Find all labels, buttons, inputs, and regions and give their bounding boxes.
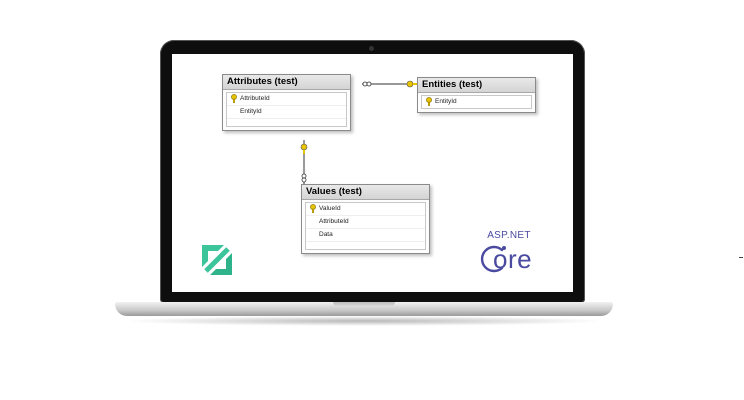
laptop-base bbox=[115, 302, 613, 316]
column-row[interactable]: AttributeId bbox=[227, 93, 346, 106]
many-end-icon bbox=[301, 177, 307, 183]
column-name: EntityId bbox=[240, 108, 262, 115]
column-name: AttributeId bbox=[240, 95, 270, 102]
column-row[interactable]: Data bbox=[306, 229, 425, 242]
green-slash-square-logo-icon bbox=[202, 245, 232, 275]
many-end-icon bbox=[301, 173, 307, 179]
core-c-ring-icon bbox=[480, 245, 506, 273]
table-columns: ValueId AttributeId Data bbox=[305, 202, 426, 250]
laptop-screen: Attributes (test) AttributeId EntityId E… bbox=[172, 54, 573, 292]
column-row[interactable]: EntityId bbox=[227, 106, 346, 119]
primary-key-icon bbox=[231, 94, 237, 103]
one-end-key-icon bbox=[300, 143, 308, 154]
table-columns: EntityId bbox=[421, 95, 532, 109]
column-row[interactable]: EntityId bbox=[422, 96, 531, 108]
table-entities[interactable]: Entities (test) EntityId bbox=[417, 77, 536, 113]
laptop-shadow bbox=[120, 316, 608, 326]
table-title: Attributes (test) bbox=[223, 75, 350, 90]
webcam-icon bbox=[369, 46, 374, 51]
table-values[interactable]: Values (test) ValueId AttributeId Data bbox=[301, 184, 430, 254]
column-name: ValueId bbox=[319, 205, 341, 212]
laptop-lid: Attributes (test) AttributeId EntityId E… bbox=[160, 40, 585, 303]
aspnet-core-logo: ASP.NET ore bbox=[478, 230, 540, 280]
primary-key-icon bbox=[426, 97, 432, 106]
table-columns: AttributeId EntityId bbox=[226, 92, 347, 127]
empty-row bbox=[227, 119, 346, 126]
one-end-key-icon bbox=[406, 80, 417, 88]
laptop-notch bbox=[333, 302, 395, 307]
column-row[interactable]: AttributeId bbox=[306, 216, 425, 229]
table-title: Entities (test) bbox=[418, 78, 535, 93]
column-name: EntityId bbox=[435, 98, 457, 105]
table-title: Values (test) bbox=[302, 185, 429, 200]
column-row[interactable]: ValueId bbox=[306, 203, 425, 216]
empty-row bbox=[306, 242, 425, 249]
many-end-icon bbox=[366, 81, 372, 87]
many-end-icon bbox=[362, 81, 368, 87]
table-attributes[interactable]: Attributes (test) AttributeId EntityId bbox=[222, 74, 351, 131]
relationship-connectors bbox=[300, 80, 418, 184]
core-label: ore bbox=[493, 244, 533, 274]
column-name: AttributeId bbox=[319, 218, 349, 225]
aspnet-label: ASP.NET bbox=[487, 230, 531, 241]
stray-mark bbox=[739, 257, 743, 258]
primary-key-icon bbox=[310, 204, 316, 213]
column-name: Data bbox=[319, 231, 333, 238]
